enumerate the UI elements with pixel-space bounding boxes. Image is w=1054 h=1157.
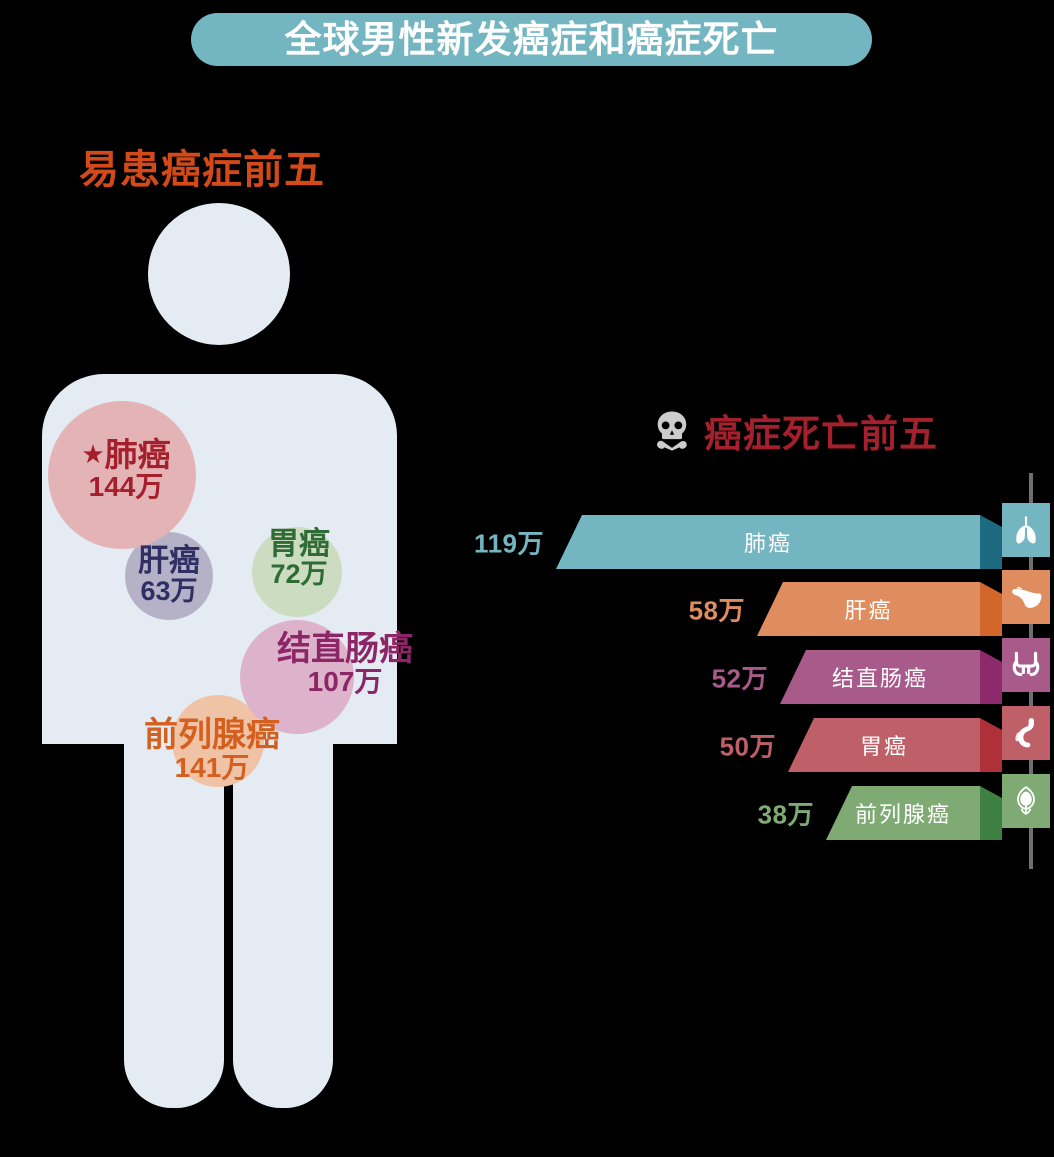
- incidence-label-lung: ★肺癌 144万: [62, 436, 190, 503]
- bar-fold-colorectal: [980, 650, 1002, 704]
- incidence-bubble-colorectal[interactable]: [240, 620, 354, 734]
- bar-value-prostate: 38万: [757, 799, 814, 830]
- bar-value-liver: 58万: [688, 595, 745, 626]
- intestine-icon: [1012, 651, 1040, 677]
- bar-icon-box-stomach: [1002, 706, 1050, 760]
- bar-fold-liver: [980, 582, 1002, 636]
- silhouette-right-arm-seam: [0, 245, 9, 505]
- bar-icon-box-colorectal: [1002, 638, 1050, 692]
- incidence-value-stomach: 72万: [270, 559, 328, 590]
- bar-label-stomach: 胃癌: [859, 734, 908, 759]
- silhouette-left-arm-seam: [0, 0, 9, 245]
- bar-label-liver: 肝癌: [844, 598, 893, 623]
- page-title-pill: 全球男性新发癌症和癌症死亡: [191, 13, 872, 66]
- incidence-value-liver: 63万: [140, 576, 198, 607]
- incidence-label-prostate: 前列腺癌 141万: [113, 716, 311, 784]
- bar-icon-box-prostate: [1002, 774, 1050, 828]
- incidence-value-prostate: 141万: [174, 752, 250, 784]
- skull-and-crossbones-icon: [657, 411, 687, 451]
- incidence-label-lung-name: ★肺癌: [81, 436, 171, 473]
- liver-icon: [1012, 586, 1042, 608]
- bar-icon-box-lung: [1002, 503, 1050, 557]
- bar-value-colorectal: 52万: [711, 663, 768, 694]
- incidence-label-stomach: 胃癌 72万: [247, 526, 351, 590]
- silhouette-head: [148, 203, 290, 345]
- incidence-label-liver-name: 肝癌: [138, 543, 200, 578]
- page-title: 全球男性新发癌症和癌症死亡: [284, 19, 779, 60]
- incidence-bubble-lung[interactable]: [48, 401, 196, 549]
- bar-label-colorectal: 结直肠癌: [831, 666, 928, 691]
- silhouette-leg-seam: [0, 505, 9, 895]
- bar-row-prostate[interactable]: 38万 前列腺癌: [758, 774, 1050, 840]
- bar-body-colorectal: 结直肠癌: [780, 650, 980, 704]
- mortality-heading-text: 癌症死亡前五: [704, 414, 939, 456]
- bar-fold-stomach: [980, 718, 1002, 772]
- lungs-icon: [1016, 516, 1036, 544]
- bar-body-stomach: 胃癌: [788, 718, 980, 772]
- prostate-icon: [1017, 786, 1035, 815]
- bar-row-colorectal[interactable]: 52万 结直肠癌: [712, 638, 1050, 704]
- incidence-bubble-prostate[interactable]: [172, 695, 264, 787]
- male-body-silhouette: [0, 0, 460, 1157]
- bar-fold-lung: [980, 515, 1002, 569]
- incidence-value-colorectal: 107万: [307, 666, 383, 698]
- incidence-value-lung: 144万: [88, 471, 164, 503]
- bar-row-lung[interactable]: 119万 肺癌: [474, 503, 1050, 569]
- bar-icon-box-liver: [1002, 570, 1050, 624]
- bar-body-lung: 肺癌: [556, 515, 980, 569]
- top-rank-star-icon: ★: [81, 439, 105, 469]
- incidence-label-colorectal: 结直肠癌 107万: [243, 630, 447, 698]
- bar-body-liver: 肝癌: [757, 582, 980, 636]
- mortality-section-heading: 癌症死亡前五: [648, 403, 938, 458]
- incidence-label-colorectal-name: 结直肠癌: [277, 630, 413, 668]
- bar-label-lung: 肺癌: [743, 531, 792, 556]
- bar-row-stomach[interactable]: 50万 胃癌: [720, 706, 1050, 772]
- stomach-icon: [1015, 718, 1034, 748]
- bar-body-prostate: 前列腺癌: [826, 786, 980, 840]
- incidence-label-liver: 肝癌 63万: [110, 543, 228, 607]
- bar-row-liver[interactable]: 58万 肝癌: [689, 570, 1050, 636]
- incidence-bubble-stomach[interactable]: [252, 527, 342, 617]
- bar-value-lung: 119万: [474, 528, 544, 559]
- bar-fold-prostate: [980, 786, 1002, 840]
- incidence-label-prostate-name: 前列腺癌: [144, 716, 280, 754]
- incidence-section-heading: 易患癌症前五: [79, 148, 325, 192]
- incidence-label-stomach-name: 胃癌: [268, 526, 330, 561]
- bar-value-stomach: 50万: [719, 731, 776, 762]
- bar-label-prostate: 前列腺癌: [854, 802, 951, 827]
